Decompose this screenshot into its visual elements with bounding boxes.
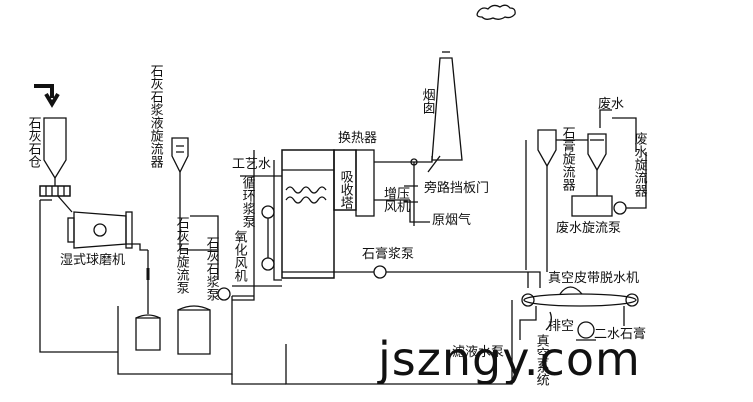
label-gypsum-product: 二水石膏 xyxy=(594,327,647,342)
slurry-cyclone-body xyxy=(171,137,189,174)
label-slurry-cyclone: 石灰石浆液旋流器 xyxy=(147,64,163,168)
label-vent: 排空 xyxy=(548,319,575,334)
label-waste-water-cyclone: 废水旋流器 xyxy=(631,132,647,197)
label-limestone-slurry-pump: 石灰石浆泵 xyxy=(203,236,219,301)
feed-arrow xyxy=(34,84,60,108)
label-limestone-cyclone-pump: 石灰石旋流泵 xyxy=(173,216,189,294)
label-filtrate-pump: 滤液水泵 xyxy=(452,345,505,360)
feeder xyxy=(39,185,71,197)
waste-tank xyxy=(571,195,613,217)
belt-filter xyxy=(521,286,639,307)
label-vacuum-system: 真空系统 xyxy=(533,334,549,386)
tank-1 xyxy=(135,317,161,351)
absorber-tower xyxy=(281,149,335,279)
label-wet-ball-mill: 湿式球磨机 xyxy=(60,253,126,268)
label-bypass-damper: 旁路挡板门 xyxy=(424,181,490,196)
label-flue-gas: 原烟气 xyxy=(432,213,472,228)
ball-mill xyxy=(67,211,133,249)
label-vacuum-belt: 真空皮带脱水机 xyxy=(548,271,640,286)
label-heat-exchanger: 换热器 xyxy=(338,131,378,146)
pump-c xyxy=(261,257,275,271)
gypsum-cyclone-body xyxy=(537,129,557,168)
label-booster-fan: 增压风机 xyxy=(384,187,411,215)
label-gypsum-pump: 石膏浆泵 xyxy=(362,247,415,262)
label-process-water: 工艺水 xyxy=(232,157,272,172)
pump-waste xyxy=(613,201,627,215)
label-gypsum-cyclone: 石膏旋流器 xyxy=(559,126,575,191)
label-waste-water-cyclone-pump: 废水旋流泵 xyxy=(556,221,622,236)
smoke-cloud xyxy=(476,4,516,20)
tank-2 xyxy=(177,309,211,355)
waste-cyclone-body xyxy=(587,133,607,172)
label-circulating-pump: 循环浆泵 xyxy=(239,176,255,228)
label-chimney: 烟囱 xyxy=(419,88,435,114)
chimney xyxy=(431,57,463,161)
silo xyxy=(43,117,67,180)
watermark: jszngy.com xyxy=(378,332,641,386)
pump-a xyxy=(217,287,231,301)
pump-gypsum xyxy=(373,265,387,279)
label-limestone-silo: 石灰石仓 xyxy=(25,116,41,168)
pump-b xyxy=(261,205,275,219)
label-absorber: 吸收塔 xyxy=(337,170,353,209)
label-waste-water: 废水 xyxy=(598,97,625,112)
label-oxidation-fan: 氧化风机 xyxy=(231,230,247,282)
